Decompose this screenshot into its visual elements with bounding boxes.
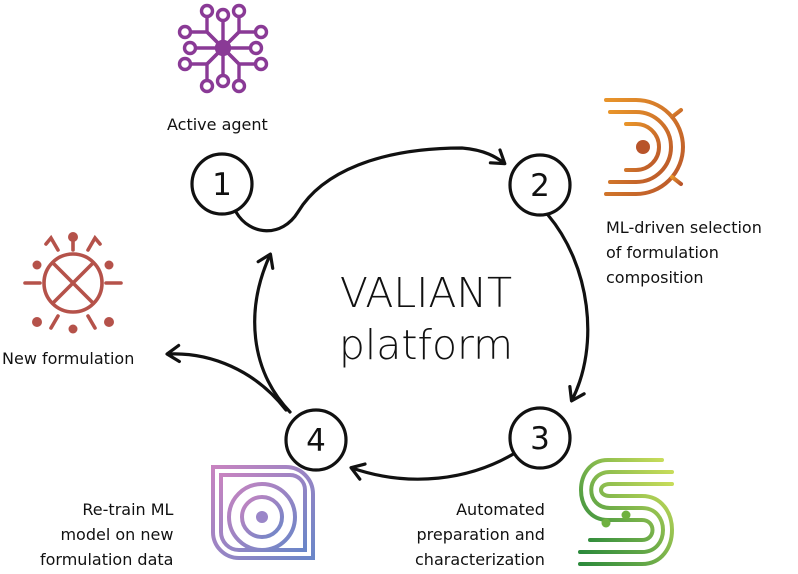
- target-radar-icon: [590, 86, 696, 196]
- step-node-3: 3: [508, 406, 572, 470]
- step-3-label-line: preparation and: [416, 525, 545, 544]
- step-number: 4: [306, 423, 326, 459]
- arrow-1-to-2: [234, 146, 507, 233]
- cycle-arrows: [165, 146, 590, 481]
- step-node-4: 4: [284, 408, 348, 472]
- step-3-label-line: Automated: [456, 500, 545, 519]
- step-node-2: 2: [508, 153, 572, 217]
- step-1-label-line: Active agent: [167, 115, 268, 134]
- step-2-label-line: composition: [606, 268, 704, 287]
- step-4-label-line: formulation data: [40, 550, 174, 569]
- step-3-label-line: characterization: [415, 550, 545, 569]
- step-3-label: Automated preparation and characterizati…: [415, 497, 545, 572]
- platform-title-line2: platform: [339, 321, 513, 369]
- step-number: 3: [530, 421, 550, 457]
- output-label-text: New formulation: [2, 349, 135, 368]
- concentric-circle-icon: [211, 465, 315, 560]
- step-node-1: 1: [190, 152, 254, 216]
- nanoparticle-virus-icon: [23, 232, 123, 334]
- step-2-label-line: ML-driven selection: [606, 218, 762, 237]
- arrow-4-to-output: [165, 343, 288, 412]
- microfluidic-chip-icon: [578, 458, 674, 566]
- molecule-network-icon: [177, 3, 269, 94]
- step-2-label: ML-driven selection of formulation compo…: [606, 215, 762, 290]
- arrow-4-to-1: [253, 252, 292, 414]
- step-4-label-line: Re-train ML: [82, 500, 174, 519]
- arrow-2-to-3: [546, 213, 590, 403]
- step-4-label-line: model on new: [60, 525, 174, 544]
- output-label: New formulation: [2, 346, 134, 371]
- step-number: 1: [212, 167, 232, 203]
- step-number: 2: [530, 168, 550, 204]
- platform-title-line1: VALIANT: [340, 269, 512, 317]
- step-4-label: Re-train ML model on new formulation dat…: [40, 497, 173, 572]
- step-2-label-line: of formulation: [606, 243, 719, 262]
- step-1-label: Active agent: [167, 112, 268, 137]
- arrow-3-to-4: [349, 451, 517, 481]
